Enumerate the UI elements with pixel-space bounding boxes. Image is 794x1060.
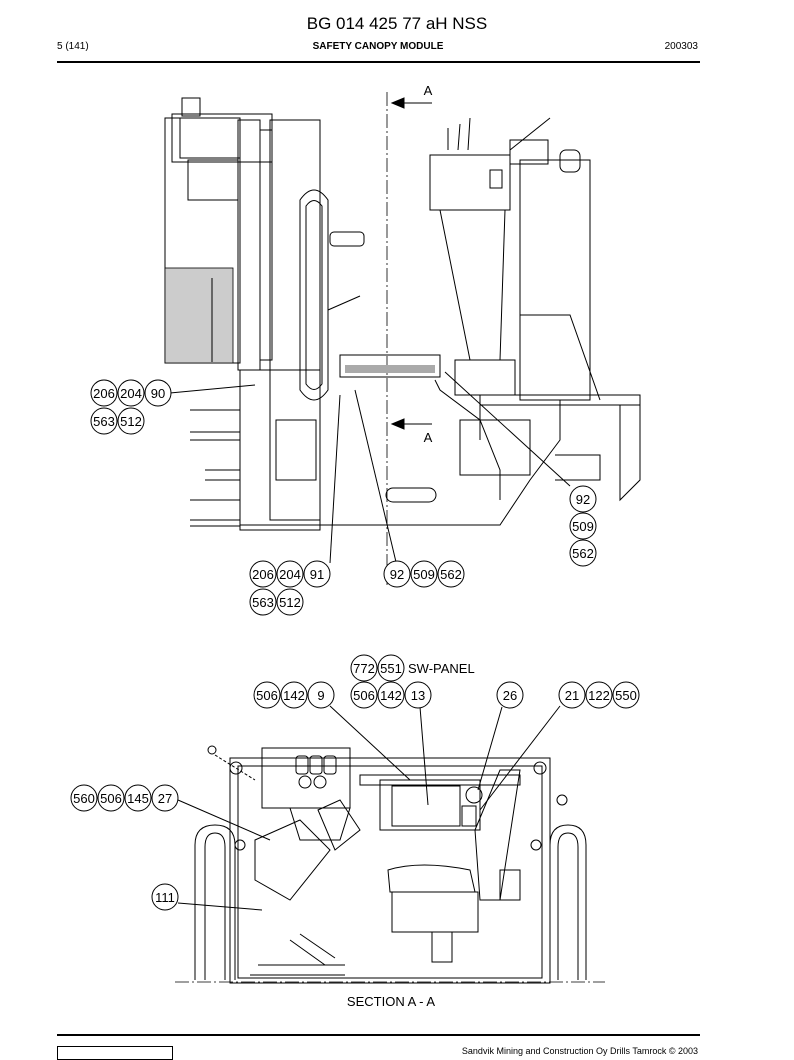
header-rule bbox=[57, 61, 700, 63]
callout: 92 bbox=[390, 567, 404, 582]
document-title: BG 014 425 77 aH NSS bbox=[306, 14, 488, 33]
mount-bracket bbox=[459, 419, 531, 476]
callout: 122 bbox=[588, 688, 610, 703]
document-date: 200303 bbox=[664, 41, 698, 52]
callout: 21 bbox=[565, 688, 579, 703]
section-caption: SECTION A - A bbox=[347, 994, 435, 1009]
callout: 550 bbox=[615, 688, 637, 703]
footer-rule bbox=[57, 1034, 700, 1036]
operator-seat bbox=[387, 864, 476, 893]
callout: 26 bbox=[503, 688, 517, 703]
callout: 90 bbox=[151, 386, 165, 401]
company-logo bbox=[57, 1046, 173, 1060]
callout: 27 bbox=[158, 791, 172, 806]
footer-copyright: Sandvik Mining and Construction Oy Drill… bbox=[461, 1046, 698, 1056]
callout: 560 bbox=[73, 791, 95, 806]
sw-panel-frame bbox=[379, 779, 481, 831]
page-number: 5 (141) bbox=[57, 41, 89, 52]
callout: 206 bbox=[252, 567, 274, 582]
left-rail bbox=[194, 824, 236, 980]
section-mark-bottom: A bbox=[424, 430, 433, 445]
grab-handle bbox=[299, 189, 329, 401]
callout: 9 bbox=[317, 688, 324, 703]
leader bbox=[329, 705, 411, 781]
panel-label: SW-PANEL bbox=[408, 661, 475, 676]
callout: 111 bbox=[155, 890, 175, 905]
callout: 562 bbox=[572, 546, 594, 561]
control-box bbox=[429, 154, 511, 211]
callout: 509 bbox=[413, 567, 435, 582]
callout: 92 bbox=[576, 492, 590, 507]
arm-rest bbox=[254, 819, 331, 901]
callout: 506 bbox=[353, 688, 375, 703]
section-mark-top: A bbox=[424, 83, 433, 98]
floor-frame bbox=[240, 400, 561, 526]
right-rail bbox=[549, 824, 587, 980]
callout: 204 bbox=[279, 567, 301, 582]
callout: 509 bbox=[572, 519, 594, 534]
callout: 506 bbox=[100, 791, 122, 806]
support-column bbox=[439, 209, 506, 361]
callout: 13 bbox=[411, 688, 425, 703]
callout: 551 bbox=[380, 661, 402, 676]
callout: 506 bbox=[256, 688, 278, 703]
callout: 562 bbox=[440, 567, 462, 582]
callout: 563 bbox=[252, 595, 274, 610]
module-name: SAFETY CANOPY MODULE bbox=[312, 41, 444, 52]
callout: 91 bbox=[310, 567, 324, 582]
cab-pillar bbox=[269, 119, 321, 521]
callout: 142 bbox=[283, 688, 305, 703]
callout: 145 bbox=[127, 791, 149, 806]
callout: 772 bbox=[353, 661, 375, 676]
callout: 142 bbox=[380, 688, 402, 703]
callout: 206 bbox=[93, 386, 115, 401]
callout: 204 bbox=[120, 386, 142, 401]
control-panel bbox=[261, 747, 351, 809]
display-screen bbox=[391, 785, 461, 827]
callout: 512 bbox=[120, 414, 142, 429]
callout: 512 bbox=[279, 595, 301, 610]
callout: 563 bbox=[93, 414, 115, 429]
